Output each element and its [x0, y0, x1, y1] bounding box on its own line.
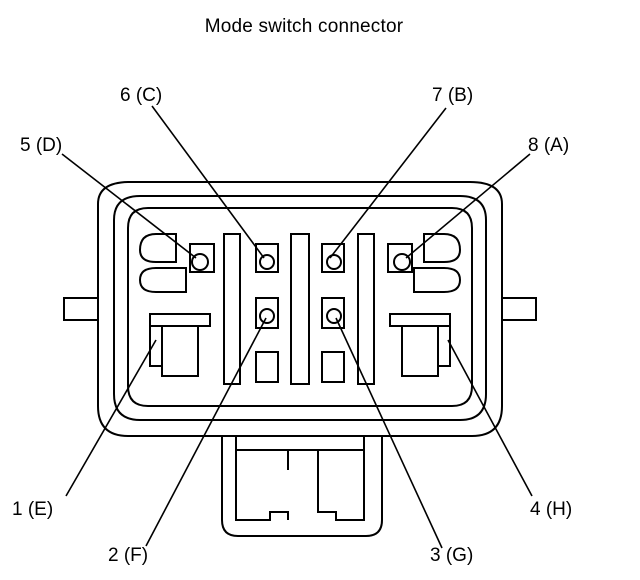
pin-label-2: 2 (F)	[108, 545, 149, 566]
pin-label-7: 7 (B)	[432, 85, 474, 106]
pin-label-1: 1 (E)	[12, 499, 54, 520]
key-notches	[138, 233, 462, 293]
pin-label-8: 8 (A)	[528, 135, 570, 156]
separator-bars	[223, 233, 375, 385]
leader-lines	[61, 105, 533, 549]
diagram-title: Mode switch connector	[204, 16, 404, 37]
lock-tab	[221, 436, 383, 537]
pin-label-6: 6 (C)	[120, 85, 163, 106]
latch-terminals	[149, 313, 451, 377]
pin-label-4: 4 (H)	[530, 499, 573, 520]
terminal-pins	[191, 253, 411, 324]
side-tabs	[63, 297, 537, 321]
pin-label-3: 3 (G)	[430, 545, 474, 566]
pin-label-5: 5 (D)	[20, 135, 63, 156]
